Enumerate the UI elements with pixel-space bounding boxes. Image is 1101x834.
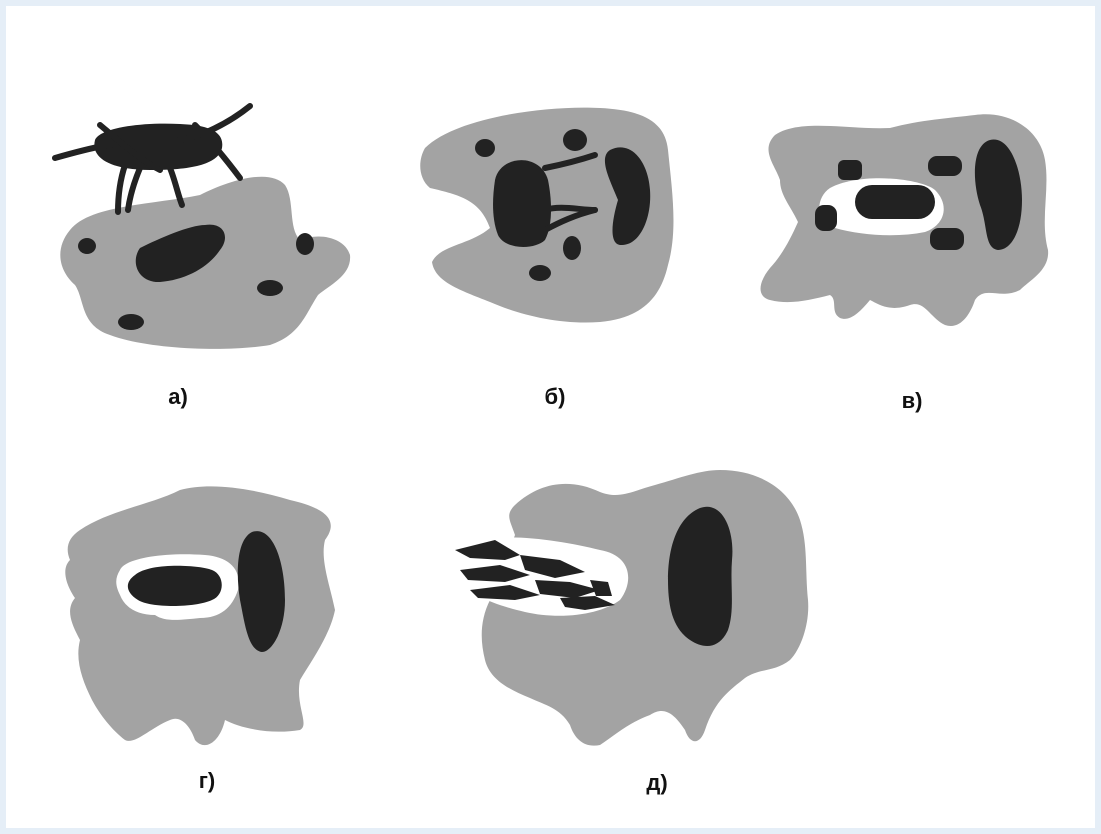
panel-b-granule (529, 265, 551, 281)
panel-b-granule (563, 129, 587, 151)
panel-a-granule (296, 233, 314, 255)
panel-a-granule (257, 280, 283, 296)
panel-d-label: г) (199, 768, 216, 794)
panel-b-bacterium (493, 160, 551, 247)
panel-b-granule (563, 236, 581, 260)
panel-b-granule (475, 139, 495, 157)
panel-c-lysosome (930, 228, 964, 250)
panel-c-lysosome (815, 205, 837, 231)
panel-c-lysosome (928, 156, 962, 176)
panel-a-label: а) (168, 384, 188, 410)
panel-a-stage (55, 106, 350, 349)
panel-c-lysosome (838, 160, 862, 180)
panel-a-granule (118, 314, 144, 330)
panel-b-label: б) (545, 384, 566, 410)
panel-c-stage (761, 114, 1049, 326)
panel-e-stage (453, 470, 808, 746)
panel-c-bacterium (855, 185, 935, 219)
panel-c-label: в) (902, 388, 923, 414)
panel-a-granule (78, 238, 96, 254)
panel-d-bacterium (128, 566, 222, 606)
panel-d-stage (65, 486, 335, 745)
panel-b-stage (420, 108, 673, 323)
panel-e-label: д) (646, 770, 667, 796)
